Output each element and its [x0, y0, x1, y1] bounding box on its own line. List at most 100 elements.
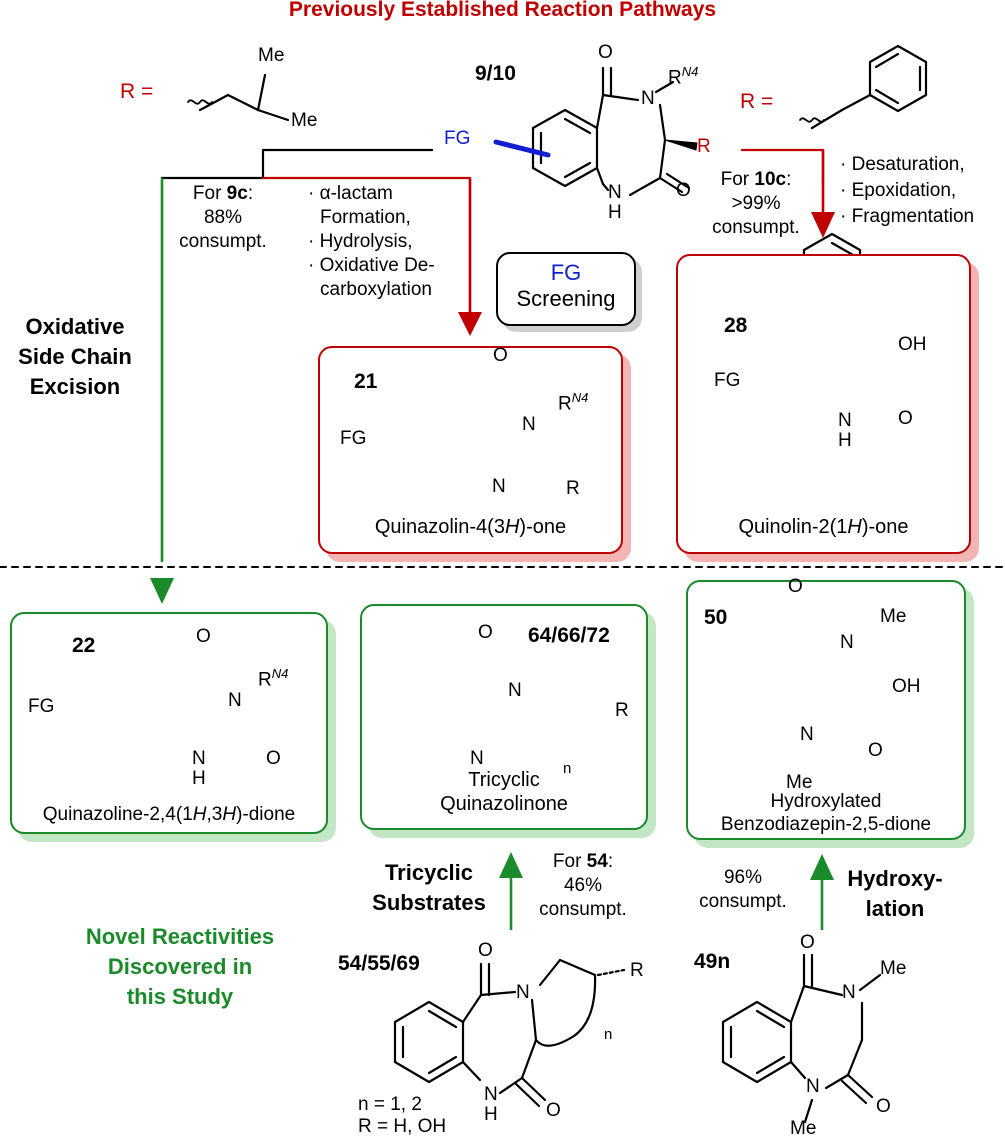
o-49: O — [800, 932, 815, 953]
n-22: N — [228, 690, 242, 711]
name-22-a: Quinazoline-2,4(1 — [42, 804, 193, 825]
oxidative-side-chain-excision: Oxidative Side Chain Excision — [10, 312, 140, 402]
tricyclic-title-1: Tricyclic — [384, 860, 474, 885]
side-title-1: Oxidative — [25, 314, 125, 339]
me-label-2: Me — [291, 110, 318, 131]
name-64: Tricyclic Quinazolinone — [360, 768, 648, 816]
rn4-r: R — [668, 67, 682, 89]
novel-1: Novel Reactivities — [85, 924, 275, 949]
isobutyl-substituent — [187, 73, 290, 122]
left-colon: : — [247, 183, 254, 204]
name-22-e: )-dione — [236, 804, 296, 825]
o-50-b: O — [868, 740, 883, 761]
rn4-22-r: R — [258, 669, 272, 691]
novel-3: this Study — [126, 984, 234, 1009]
right-for-bold: 10c — [754, 169, 787, 190]
name-50-1: Hydroxylated — [770, 791, 882, 812]
step-1: · α-lactam — [308, 183, 393, 204]
o-28: O — [898, 408, 913, 429]
left-branch-steps: · α-lactam Formation, · Hydrolysis, · Ox… — [308, 182, 435, 302]
nh-54-h: H — [484, 1104, 498, 1125]
tri-consumpt: consumpt. — [539, 899, 627, 920]
structure-9-10 — [531, 66, 691, 197]
me-label-1: Me — [258, 45, 285, 66]
me-50-b: Me — [786, 772, 813, 793]
o-label: O — [598, 42, 613, 63]
fg-21: FG — [340, 428, 367, 449]
name-21-c: )-one — [519, 516, 567, 538]
left-for-bold: 9c — [226, 183, 248, 204]
novel-2: Discovered in — [107, 954, 253, 979]
rn4-21-sup: N4 — [571, 390, 589, 405]
me-50: Me — [880, 606, 907, 627]
fg-22: FG — [28, 696, 55, 717]
rstep-1: · Desaturation, — [840, 154, 965, 175]
tricyclic-consumption: For 54: 46% consumpt. — [528, 850, 638, 922]
n-50: N — [840, 632, 854, 653]
fg-28: FG — [714, 370, 741, 391]
compound-id-64: 64/66/72 — [528, 624, 610, 647]
n-21: N — [522, 414, 536, 435]
n-sub-64: n — [563, 760, 572, 777]
r-64: R — [615, 700, 629, 721]
fg-screening-word: Screening — [516, 286, 616, 311]
n-49-b: N — [806, 1076, 820, 1097]
side-title-2: Side Chain — [18, 344, 132, 369]
rn4-22: RN4 — [258, 666, 288, 691]
compound-id-50: 50 — [704, 606, 728, 629]
nh-n-label: N — [608, 182, 622, 203]
left-for: For — [192, 183, 227, 204]
compound-id-49n: 49n — [694, 950, 731, 973]
n-sub-54: n — [604, 1026, 613, 1043]
left-branch-consumption: For 9c: 88% consumpt. — [178, 182, 268, 254]
h-28: H — [838, 430, 852, 451]
hyd-pct: 96% — [723, 867, 763, 888]
fg-screening-box: FG Screening — [496, 252, 636, 326]
n-28: N — [838, 410, 852, 431]
benzyl-substituent — [799, 44, 928, 130]
box-28 — [676, 254, 971, 554]
name-22-b: H — [192, 804, 207, 825]
n-50-b: N — [800, 724, 814, 745]
compound-id-21: 21 — [354, 370, 378, 393]
rn4-21-r: R — [558, 393, 572, 415]
r-range-54: R = H, OH — [358, 1116, 447, 1137]
compound-id-22: 22 — [72, 634, 96, 657]
name-21: Quinazolin-4(3H)-one — [318, 516, 623, 539]
r-equals-left: R = — [120, 80, 153, 104]
tricyclic-title-2: Substrates — [372, 890, 486, 915]
box-50 — [686, 580, 966, 840]
o-21: O — [493, 345, 508, 366]
right-consumpt: consumpt. — [712, 217, 800, 238]
o-22: O — [196, 626, 211, 647]
r-equals-right: R = — [740, 90, 773, 114]
rn4-21: RN4 — [558, 390, 588, 415]
r-equals-text: R = — [120, 80, 154, 103]
oh-28: OH — [898, 334, 927, 355]
n-64: N — [508, 680, 522, 701]
step-4: · Oxidative De- — [308, 255, 435, 276]
rn4-sup: N4 — [681, 64, 699, 79]
name-28-c: )-one — [861, 516, 909, 538]
tri-colon: : — [607, 851, 614, 872]
o-49-b: O — [876, 1096, 891, 1117]
n-49: N — [842, 982, 856, 1003]
box-64-66-72 — [360, 604, 648, 830]
name-22-d: H — [222, 804, 237, 825]
right-pct: >99% — [731, 193, 781, 214]
hydroxylation-title: Hydroxy- lation — [840, 864, 950, 924]
name-22-c: ,3 — [206, 804, 223, 825]
rstep-2: · Epoxidation, — [840, 180, 957, 201]
o-22-b: O — [266, 748, 281, 769]
name-22: Quinazoline-2,4(1H,3H)-dione — [10, 804, 328, 826]
oh-50: OH — [892, 676, 921, 697]
o-54: O — [478, 940, 493, 961]
name-28: Quinolin-2(1H)-one — [676, 516, 971, 539]
nh-54-n: N — [484, 1084, 498, 1105]
right-for: For — [720, 169, 755, 190]
hyd-consumpt: consumpt. — [699, 891, 787, 912]
compound-id-54: 54/55/69 — [338, 952, 420, 975]
hyd-title-2: lation — [865, 896, 925, 921]
tri-for-bold: 54 — [586, 851, 608, 872]
h-22: H — [192, 768, 206, 789]
